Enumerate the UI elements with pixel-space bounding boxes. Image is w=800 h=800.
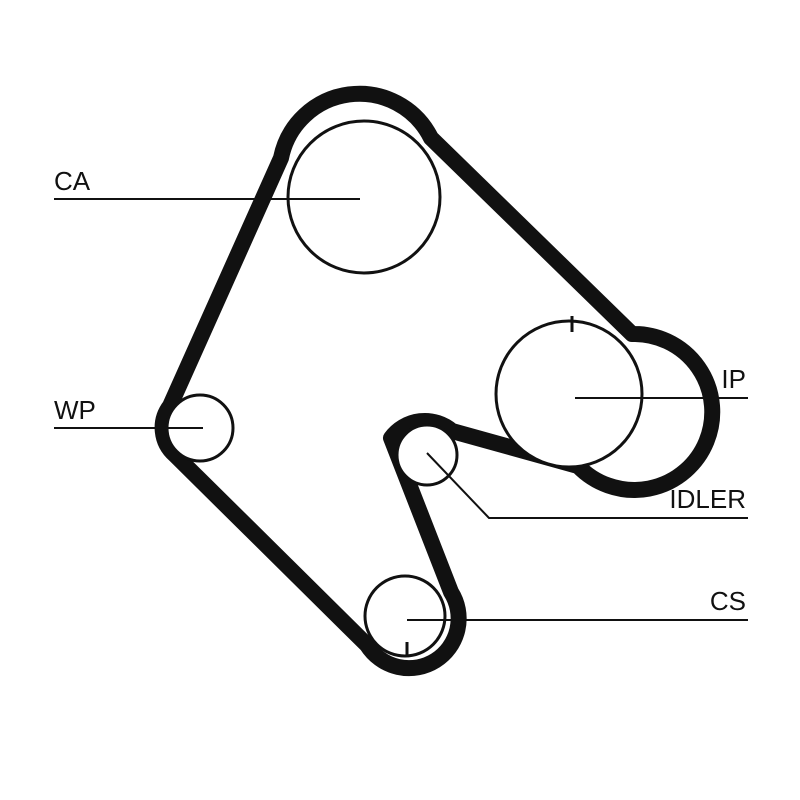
cs-label: CS (710, 586, 746, 616)
belt-outer-path (154, 85, 721, 677)
cs-pulley (363, 574, 447, 658)
timing-marks (405, 316, 574, 656)
idler-leader-line (426, 452, 748, 519)
belt (154, 85, 721, 677)
idler-label: IDLER (669, 484, 746, 514)
ip-pulley (494, 319, 644, 469)
leader-lines (54, 198, 748, 621)
ca-label: CA (54, 166, 91, 196)
wp-label: WP (54, 395, 96, 425)
ip-label: IP (721, 364, 746, 394)
pulleys (165, 119, 644, 658)
ca-pulley (286, 119, 442, 275)
labels: CA WP IP IDLER CS (54, 166, 746, 616)
